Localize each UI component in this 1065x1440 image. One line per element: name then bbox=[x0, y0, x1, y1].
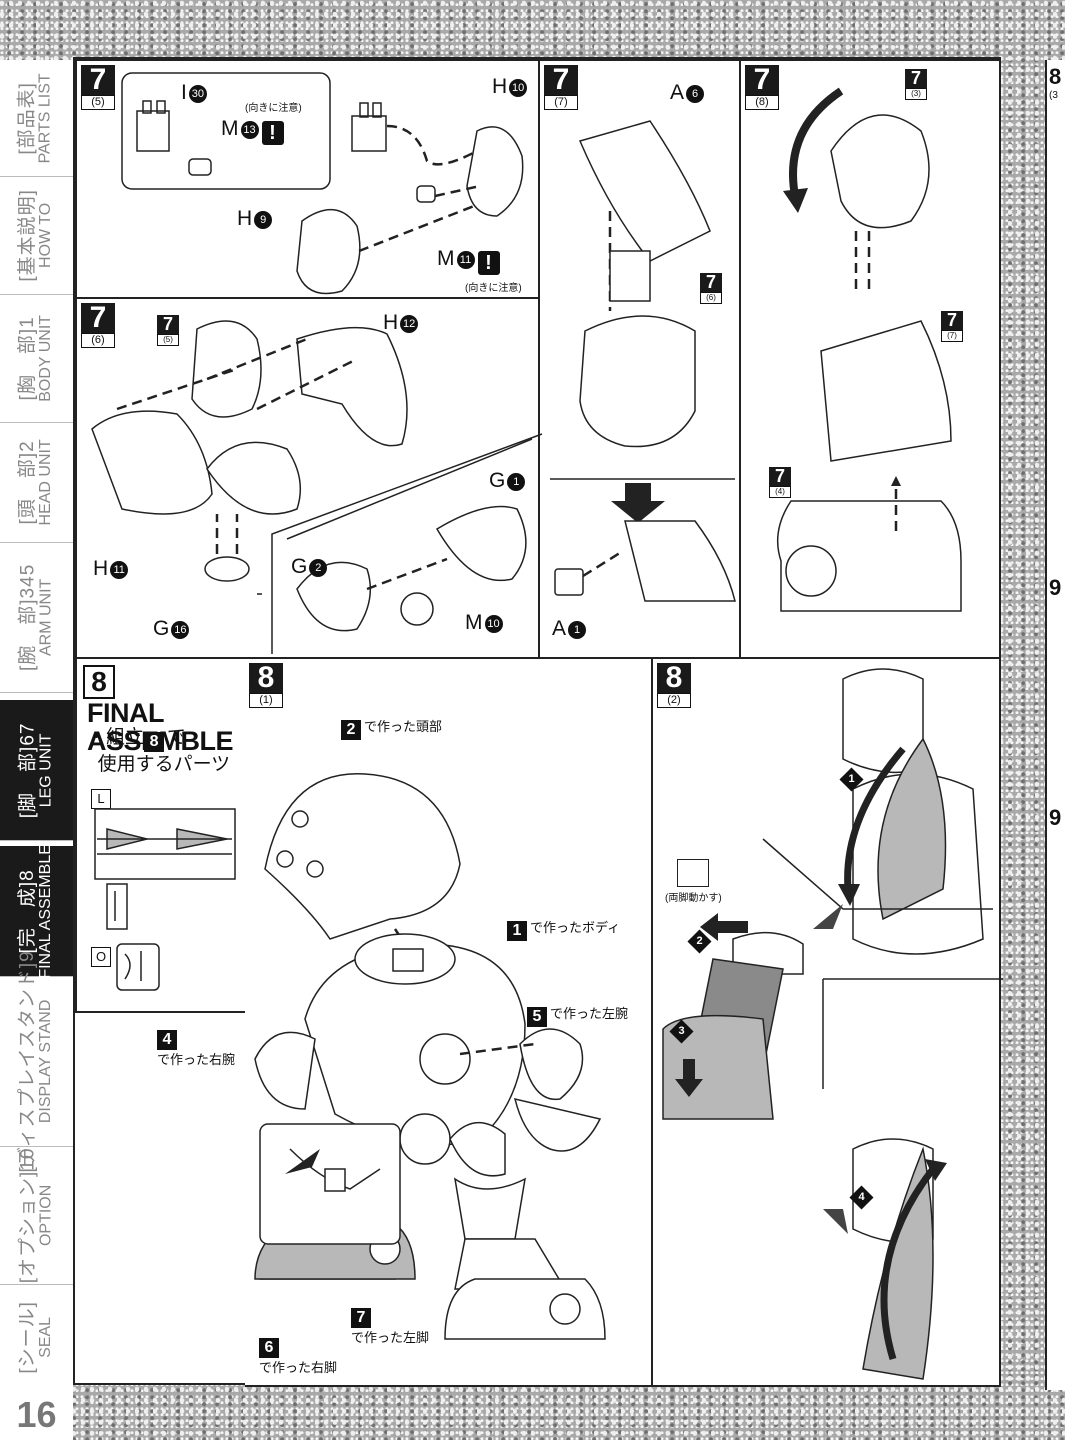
tab-label-jp: [ディスプレイスタンド]9 bbox=[17, 949, 39, 1173]
edge-step-8: 8 bbox=[1049, 64, 1062, 89]
tab-label-jp: [基本説明] bbox=[17, 188, 39, 282]
orientation-note: (向きに注意) bbox=[245, 103, 302, 114]
tab-label-jp: [頭 部]2 bbox=[17, 439, 39, 525]
tab-label-en: PARTS LIST bbox=[37, 72, 55, 164]
tab-label-en: SEAL bbox=[37, 1316, 55, 1358]
orientation-note: (向きに注意) bbox=[465, 283, 522, 294]
edge-step-8-sub: (3 bbox=[1049, 90, 1058, 101]
runner-diagram bbox=[94, 808, 236, 991]
tab-label-jp: [オプション]10 bbox=[17, 1147, 39, 1283]
step-badge: 8(1) bbox=[249, 663, 283, 708]
ref-badge-7-5: 7(5) bbox=[157, 315, 179, 346]
final-assembly-diagram bbox=[254, 773, 606, 1340]
tab-label-jp: [部品表] bbox=[17, 81, 39, 155]
next-page-edge: 8 (3 9 9 bbox=[1045, 60, 1065, 1390]
tab-label-en: LEG UNIT bbox=[37, 733, 55, 807]
step-badge: 7(7) bbox=[544, 65, 578, 110]
step-badge: 8(2) bbox=[657, 663, 691, 708]
step-badge: 7(6) bbox=[81, 303, 115, 348]
move-legs-icon bbox=[677, 859, 709, 887]
ref-badge-7-7: 7(7) bbox=[941, 311, 963, 342]
step-marker-1: 1 bbox=[839, 767, 864, 792]
tab-how-to[interactable]: [基本説明]HOW TO bbox=[0, 176, 73, 295]
tab-label-en: ARM UNIT bbox=[37, 578, 55, 656]
step-badge: 7(8) bbox=[745, 65, 779, 110]
leg-movement-diagram bbox=[662, 668, 1003, 1380]
tab-label-jp: [腕 部]345 bbox=[17, 563, 39, 671]
panel-step-7-8: 7(8) 7(3) 7(7) 7(4) bbox=[739, 59, 1001, 659]
assembly-diagram-7-8 bbox=[776, 87, 962, 612]
tab-label-en: HEAD UNIT bbox=[37, 438, 55, 526]
caution-icon: ! bbox=[261, 121, 284, 145]
assembly-diagram-7-6 bbox=[91, 320, 543, 654]
step-marker-2: 2 bbox=[687, 929, 712, 954]
tab-label-en: OPTION bbox=[37, 1184, 55, 1246]
tab-parts-list[interactable]: [部品表]PARTS LIST bbox=[0, 60, 73, 177]
assembly-diagram-7-5 bbox=[121, 72, 524, 295]
page-number: 16 bbox=[0, 1390, 73, 1440]
tab-label-en: DISPLAY STAND bbox=[37, 999, 55, 1123]
tab-label-en: HOW TO bbox=[37, 202, 55, 268]
step-marker-3: 3 bbox=[669, 1019, 694, 1044]
tab-label-en: BODY UNIT bbox=[37, 314, 55, 402]
tab-label-jp: [胸 部]1 bbox=[17, 315, 39, 401]
step-badge: 7(5) bbox=[81, 65, 115, 110]
tab-label-jp: [脚 部]67 bbox=[17, 722, 39, 818]
tab-seal[interactable]: [シール]SEAL bbox=[0, 1284, 73, 1390]
ref-badge-7-3: 7(3) bbox=[905, 69, 927, 100]
runner-label-o: O bbox=[91, 947, 111, 967]
edge-step-9b: 9 bbox=[1049, 805, 1062, 830]
step-marker-4: 4 bbox=[849, 1185, 874, 1210]
edge-step-9a: 9 bbox=[1049, 575, 1062, 600]
assembly-diagram-7-7 bbox=[550, 120, 736, 602]
ref-badge-7-6: 7(6) bbox=[700, 273, 722, 304]
caution-icon: ! bbox=[477, 251, 500, 275]
tab-label-jp: [シール] bbox=[17, 1300, 39, 1374]
ref-badge-7-4: 7(4) bbox=[769, 467, 791, 498]
move-legs-note: (両脚動かす) bbox=[665, 893, 722, 904]
panel-step-8-2: 8(2) 1 2 3 4 (両脚動かす) bbox=[651, 657, 1003, 1387]
